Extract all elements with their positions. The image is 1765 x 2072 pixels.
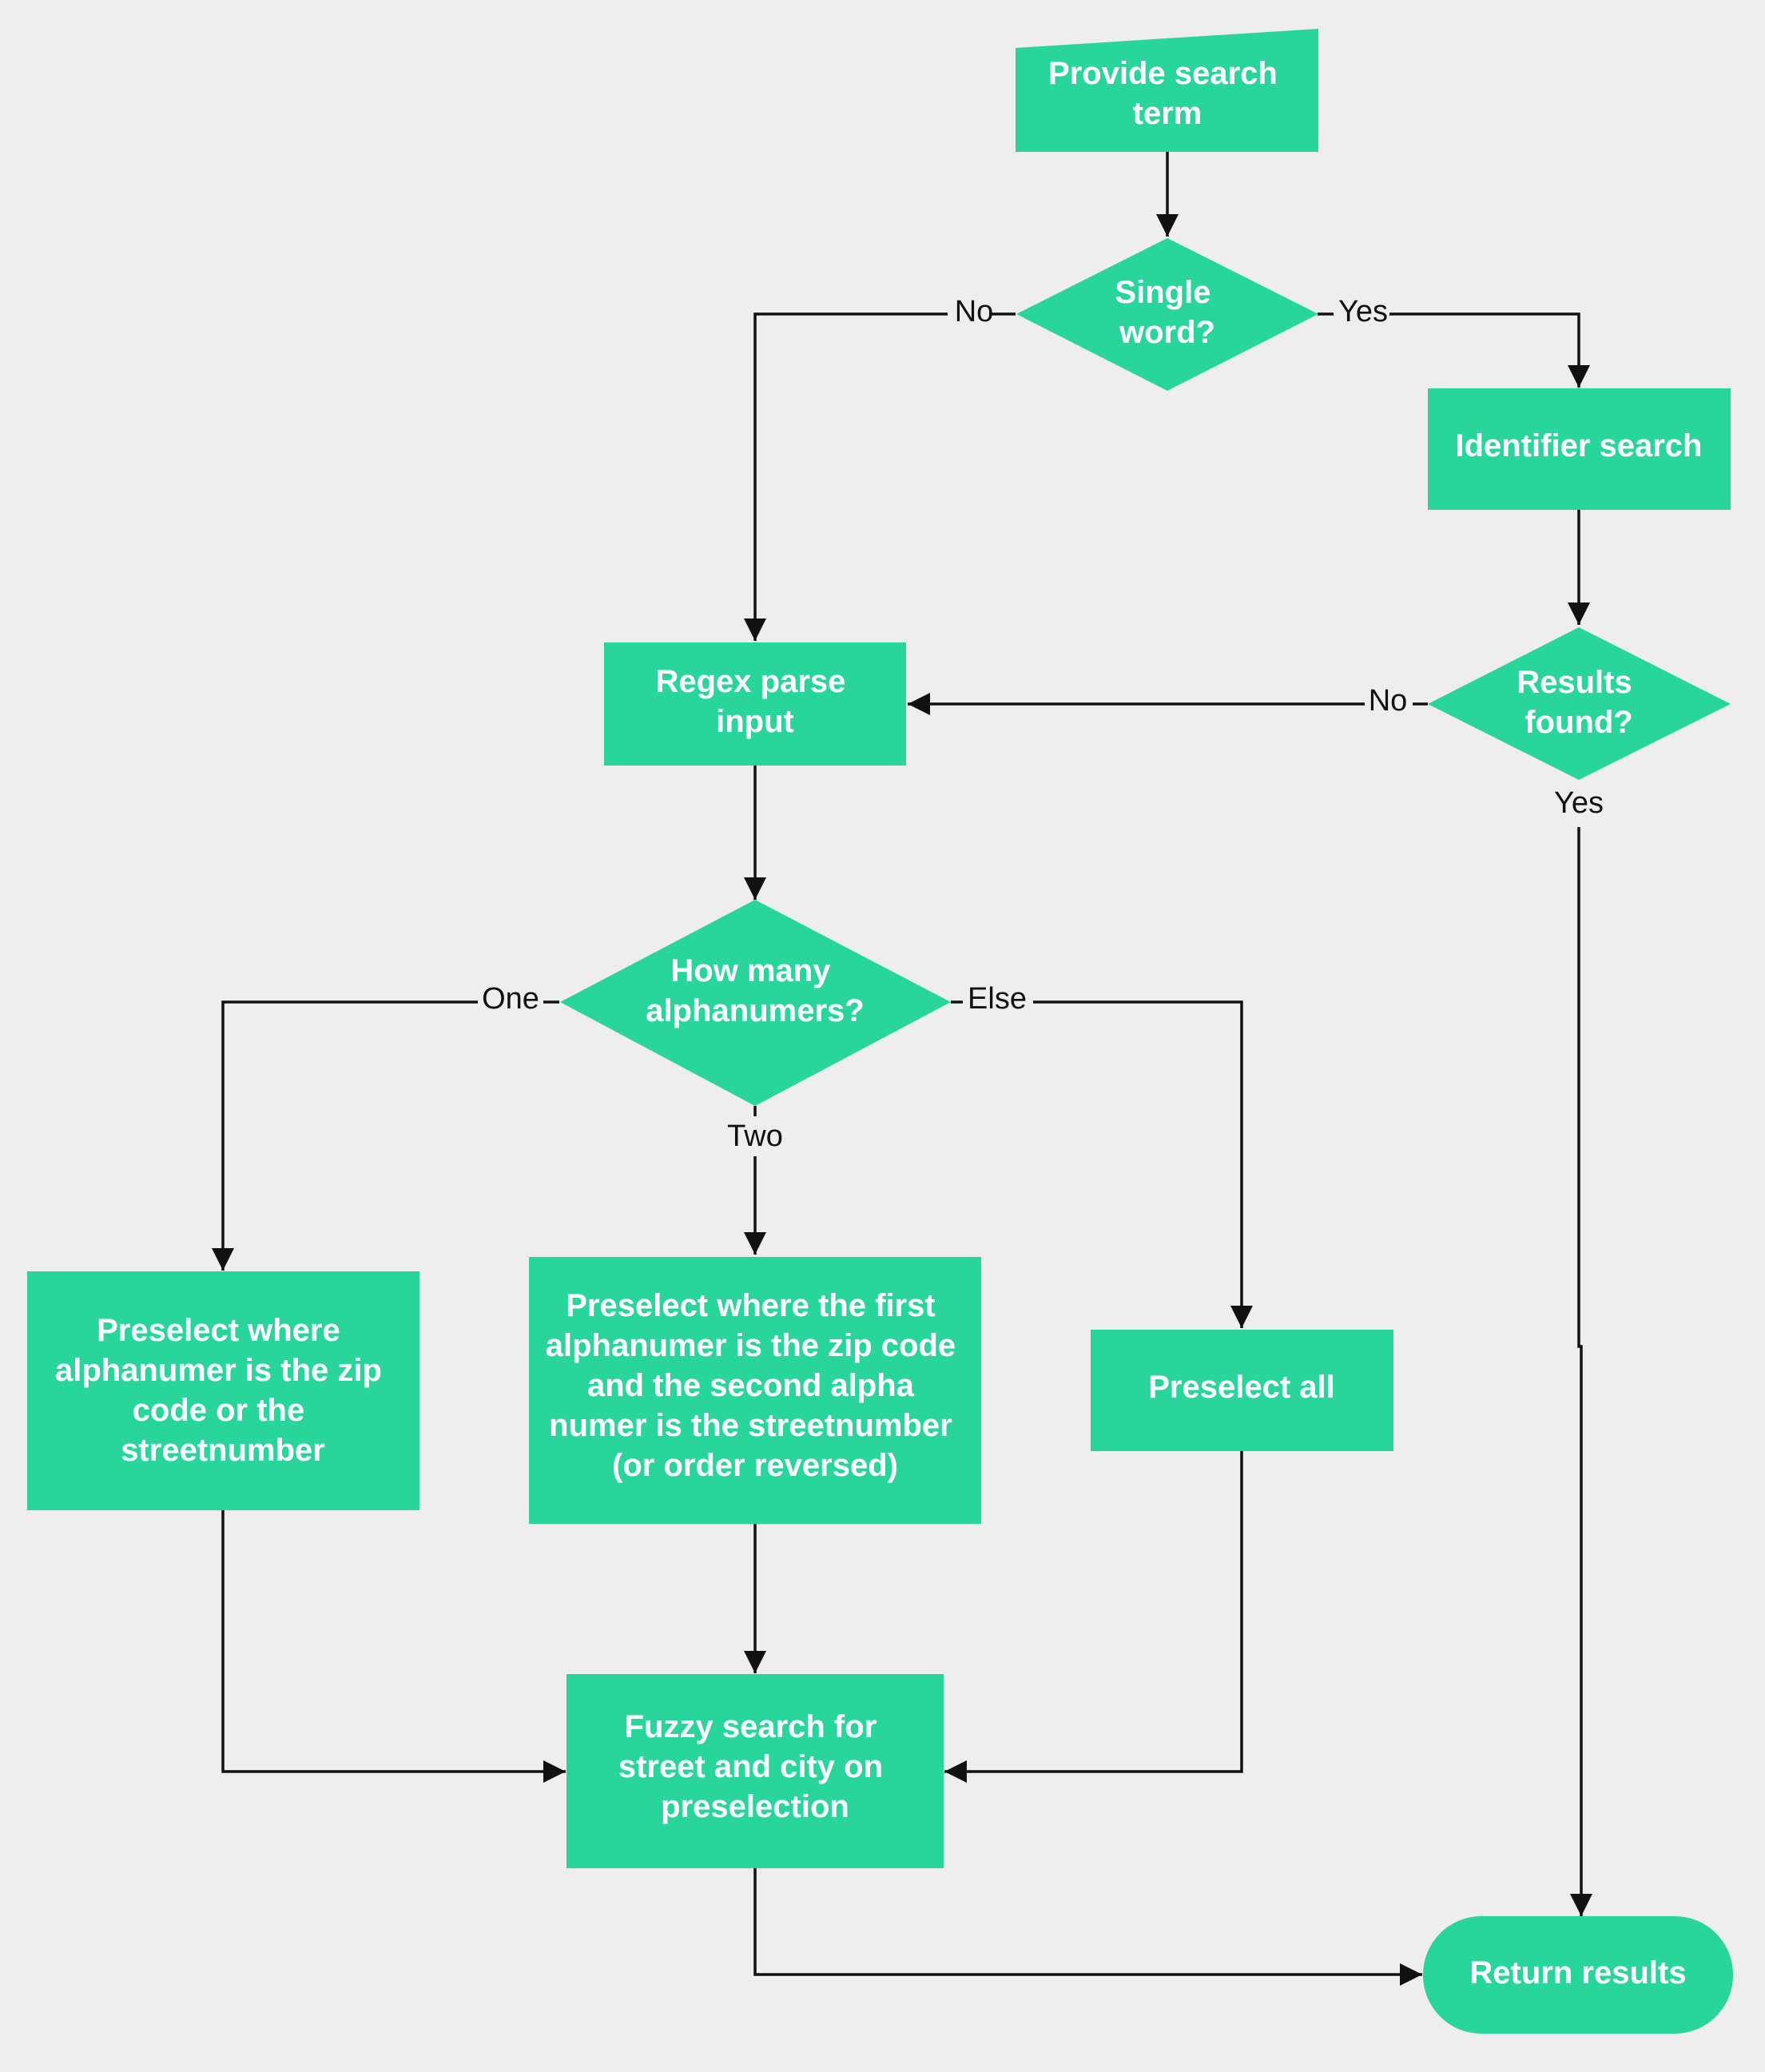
node-provide-search-term: Provide search term	[1016, 29, 1318, 152]
edge-howmany-one	[212, 1000, 559, 1271]
node-single-word-decision: Single word?	[1016, 238, 1318, 391]
process-box-shape	[529, 1257, 981, 1524]
edge-label-bg-single-no	[948, 294, 989, 331]
nodes-layer: Provide search term Single word? Identif…	[27, 29, 1733, 2034]
edge-single-yes	[1318, 312, 1590, 388]
node-preselect-one: Preselect where alphanumer is the zip co…	[27, 1271, 419, 1510]
edge-label-bg-results-yes	[1546, 783, 1613, 823]
edge-one-to-fuzzy	[221, 1509, 566, 1783]
decision-diamond-shape	[560, 900, 951, 1106]
edge-label-bg-results-no	[1365, 684, 1413, 721]
node-text-preselect-one: Preselect where alphanumer is the zip co…	[55, 1313, 391, 1468]
node-text-single-word: Single word?	[1115, 275, 1219, 350]
edge-label-single-no: No	[955, 295, 994, 328]
node-text-regex: Regex parse input	[655, 664, 854, 739]
process-box-shape	[1428, 388, 1731, 510]
edge-single-no	[744, 312, 1016, 641]
edge-label-howmany-else: Else	[968, 982, 1027, 1016]
edge-all-to-fuzzy	[944, 1451, 1243, 1783]
edge-howmany-else	[951, 1000, 1253, 1328]
node-text-how-many: How many alphanumers?	[646, 953, 864, 1028]
edge-label-howmany-two: Two	[727, 1120, 783, 1153]
node-identifier-search: Identifier search	[1428, 388, 1731, 510]
manual-input-shape	[1016, 29, 1318, 152]
node-preselect-two: Preselect where the first alphanumer is …	[529, 1257, 981, 1524]
edges-layer: No Yes No Yes One Two Else	[212, 152, 1613, 1986]
node-text-return: Return results	[1469, 1955, 1686, 1990]
edge-label-results-no: No	[1369, 684, 1408, 718]
node-text-provide: Provide search term	[1048, 56, 1286, 131]
terminal-pill-shape	[1423, 1916, 1733, 2034]
node-text-preselect-two: Preselect where the first alphanumer is …	[546, 1288, 965, 1483]
process-box-shape	[566, 1674, 944, 1868]
node-regex-parse-input: Regex parse input	[604, 642, 906, 766]
edge-label-howmany-one: One	[482, 982, 539, 1016]
node-results-found-decision: Results found?	[1428, 627, 1731, 780]
node-fuzzy-search: Fuzzy search for street and city on pres…	[566, 1674, 944, 1868]
edge-label-bg-single-yes	[1334, 294, 1389, 331]
edge-label-results-yes: Yes	[1554, 786, 1604, 820]
node-how-many-decision: How many alphanumers?	[560, 900, 951, 1106]
decision-diamond-shape	[1016, 238, 1318, 391]
edge-label-bg-howmany-one	[478, 981, 543, 1018]
node-text-identifier: Identifier search	[1455, 428, 1702, 463]
process-box-shape	[1091, 1330, 1393, 1451]
node-text-results-found: Results found?	[1517, 665, 1641, 740]
node-preselect-all: Preselect all	[1091, 1330, 1393, 1451]
edge-fuzzy-to-return	[753, 1868, 1422, 1986]
node-text-preselect-all: Preselect all	[1148, 1370, 1335, 1405]
process-box-shape	[604, 642, 906, 766]
edge-results-yes	[1570, 827, 1592, 1916]
edge-label-bg-howmany-two	[719, 1116, 791, 1156]
node-text-fuzzy: Fuzzy search for street and city on pres…	[618, 1709, 892, 1824]
decision-diamond-shape	[1428, 627, 1731, 780]
edge-label-bg-howmany-else	[963, 981, 1033, 1018]
edge-label-single-yes: Yes	[1338, 295, 1388, 328]
process-box-shape	[27, 1271, 419, 1510]
node-return-results: Return results	[1423, 1916, 1733, 2034]
